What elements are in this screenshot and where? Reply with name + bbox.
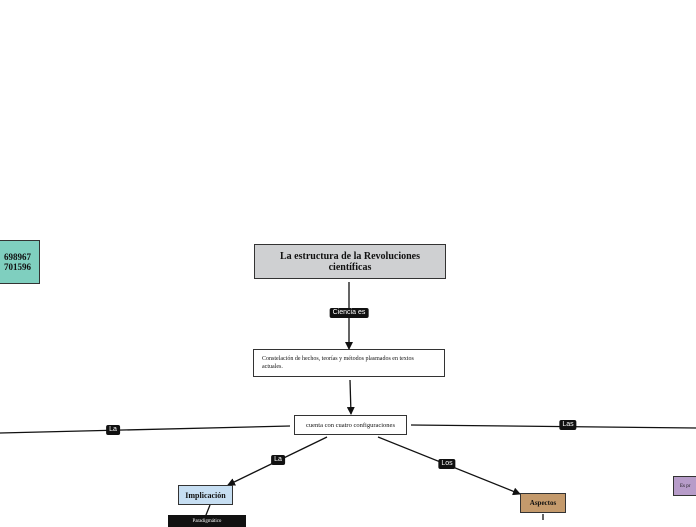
central-topic-node[interactable]: La estructura de la Revoluciones científ… [254,244,446,279]
implication-node[interactable]: Implicación [178,485,233,505]
edge-definition-to-config [346,379,355,415]
edge-label-la-left: La [106,425,120,435]
aspects-node[interactable]: Aspectos [520,493,566,513]
edge-config-to-left [0,425,291,434]
definition-node[interactable]: Constelación de hechos, teorías y método… [253,349,445,377]
edge-label-la-lower: La [271,455,285,465]
edge-label-las-right: Las [559,420,577,430]
bottom-partial-node[interactable]: Paradigmático [168,515,246,527]
edge-config-to-right [410,424,696,429]
edge-label-ciencia-es: Ciencia es [329,308,369,318]
edge-label-los-lower: Los [438,459,456,469]
left-partial-node[interactable]: 698967 701596 [0,240,40,284]
configurations-node[interactable]: cuenta con cuatro configuraciones [294,415,407,435]
right-partial-node[interactable]: Es pr [673,476,696,496]
